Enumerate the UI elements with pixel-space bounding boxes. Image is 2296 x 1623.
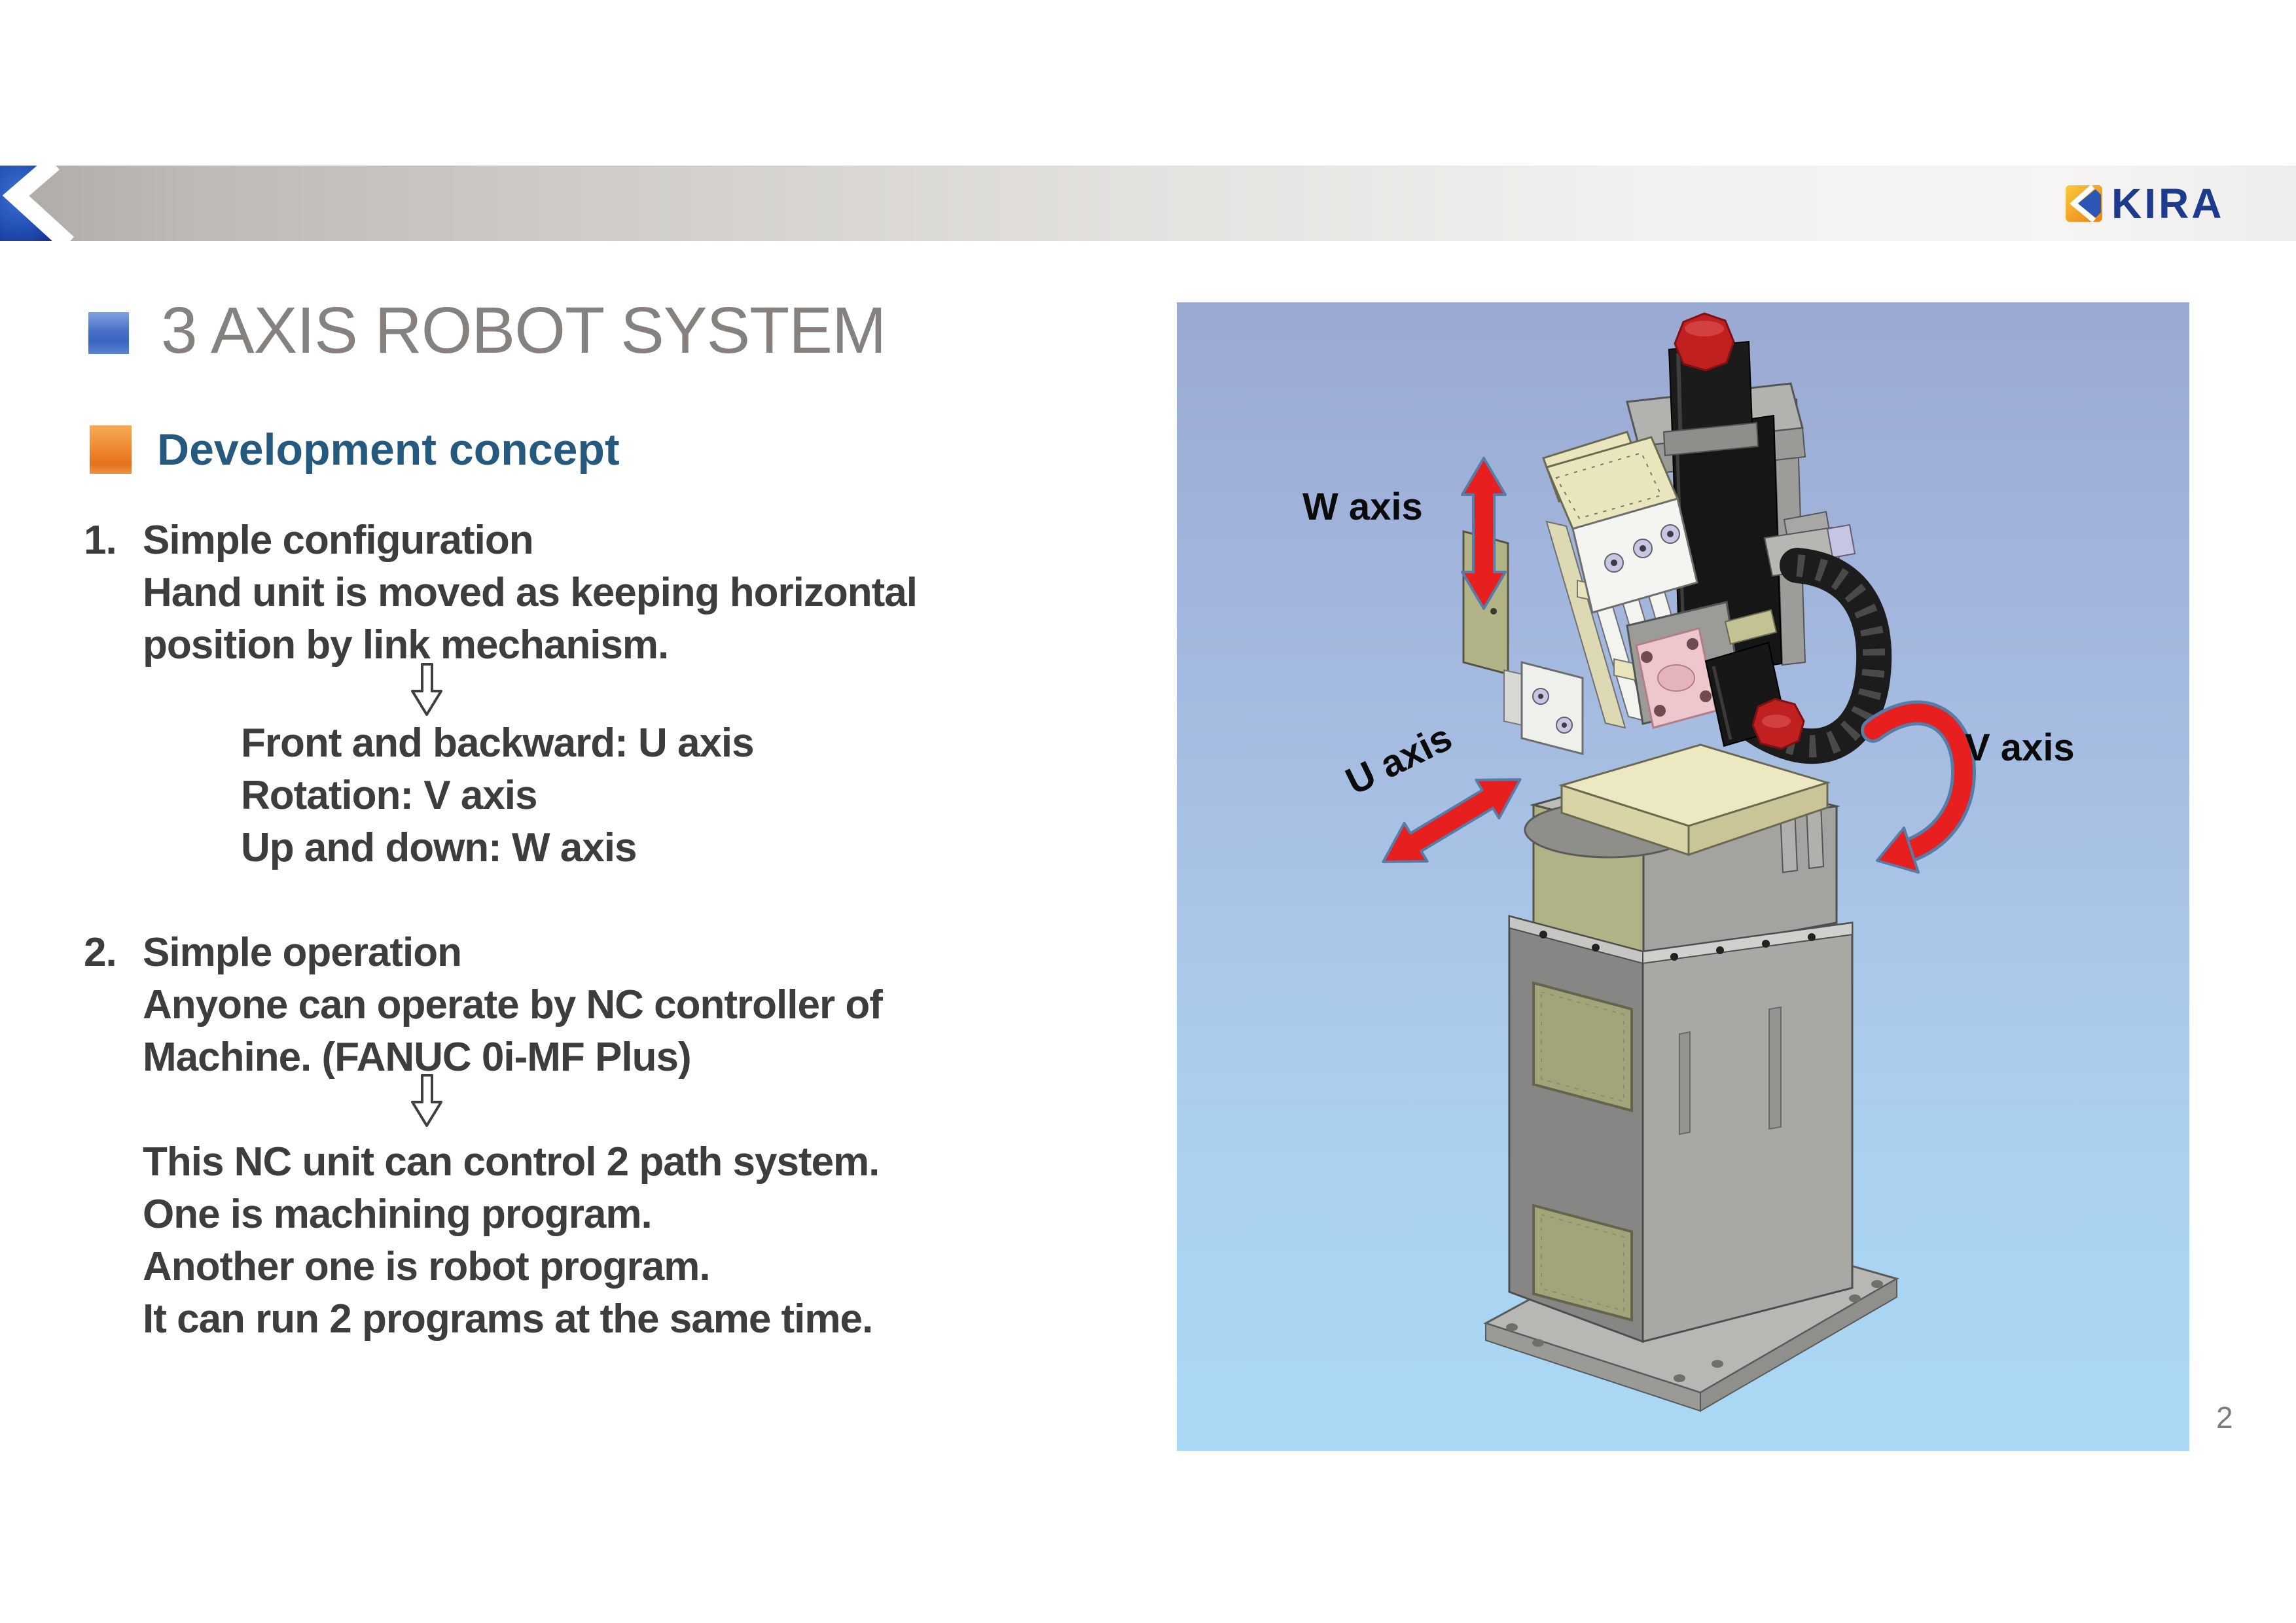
section2-subline: Another one is robot program. [143,1244,711,1289]
page-title: 3 AXIS ROBOT SYSTEM [161,294,886,367]
section1-line: Hand unit is moved as keeping horizontal [143,570,918,615]
down-arrow-icon [411,663,442,716]
section2-subline: It can run 2 programs at the same time. [143,1296,873,1342]
header-band: KIRA [0,166,2296,241]
section1-heading: 1. Simple configuration [84,516,534,565]
section1-subline: Front and backward: U axis [241,721,755,766]
section2-number: 2. [84,930,117,975]
section2-heading-text: Simple operation [143,930,462,975]
section1-subline: Up and down: W axis [241,825,637,870]
back-chevron-icon [0,166,75,241]
section2-heading: 2. Simple operation [84,928,462,978]
section2-subline: This NC unit can control 2 path system. [143,1139,880,1185]
section2-subline: One is machining program. [143,1192,653,1237]
section1-heading-text: Simple configuration [143,518,534,563]
w-axis-label: W axis [1302,486,1423,528]
kira-logo-text: KIRA [2111,180,2225,227]
v-axis-label: V axis [1965,726,2075,769]
down-arrow-icon [411,1074,442,1127]
v-axis-arrow-icon [1861,700,1977,874]
section2-line: Anyone can operate by NC controller of [143,982,883,1027]
subtitle-bullet-icon [90,425,132,474]
u-axis-arrow-icon [1382,778,1522,863]
page-number: 2 [2216,1400,2233,1435]
kira-logo: KIRA [2066,183,2224,224]
section2-line: Machine. (FANUC 0i-MF Plus) [143,1035,692,1080]
kira-logo-mark-icon [2066,185,2102,222]
title-bullet-icon [88,312,129,354]
section1-subline: Rotation: V axis [241,773,538,818]
robot-illustration [1382,312,1977,1412]
section1-line: position by link mechanism. [143,622,669,668]
w-axis-arrow-icon [1461,457,1507,610]
section1-number: 1. [84,518,117,563]
subtitle: Development concept [157,425,620,474]
robot-figure-panel: W axis U axis V axis [1177,302,2189,1451]
